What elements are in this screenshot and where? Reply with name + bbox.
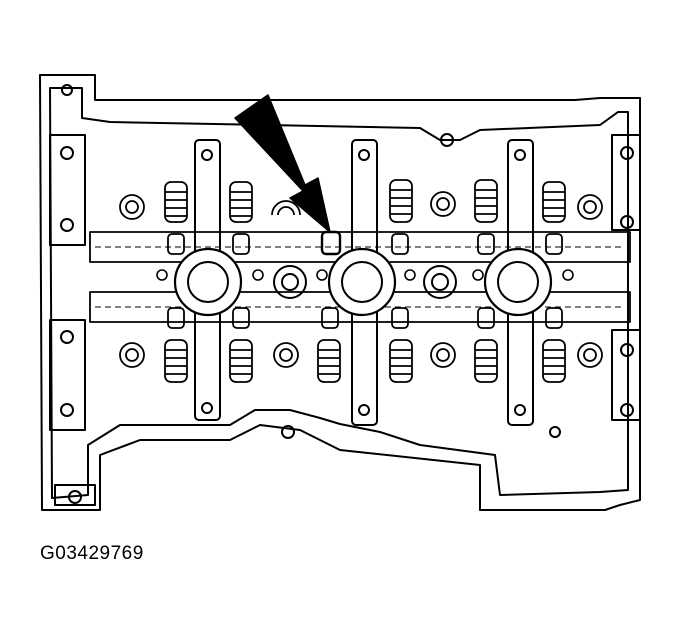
flange-bolt-hole <box>440 133 454 147</box>
upper-valve-springs <box>119 179 603 223</box>
cam-journal-2 <box>327 247 397 317</box>
flange-bolt-hole <box>61 84 73 96</box>
lower-valve-springs <box>119 339 603 383</box>
figure-code: G03429769 <box>40 543 144 564</box>
head-inner-outline <box>49 87 629 499</box>
right-end-block-upper <box>611 134 641 231</box>
plug-bore-1 <box>273 265 307 299</box>
flange-bolt-hole <box>549 426 561 438</box>
plug-bore-2 <box>423 265 457 299</box>
left-bottom-corner-bolt <box>54 484 96 506</box>
cam-journal-1 <box>173 247 243 317</box>
left-end-block-lower <box>49 319 86 431</box>
left-end-block-upper <box>49 134 86 246</box>
rail-bolts <box>156 269 574 281</box>
cam-journal-3 <box>483 247 553 317</box>
flange-bolt-hole <box>281 425 295 439</box>
upper-tappets <box>167 230 563 256</box>
right-end-block-lower <box>611 329 641 421</box>
indicator-arrow <box>234 94 331 233</box>
head-outer-outline <box>39 74 641 511</box>
cylinder-head-diagram <box>39 74 641 511</box>
lower-tappets <box>167 307 563 329</box>
